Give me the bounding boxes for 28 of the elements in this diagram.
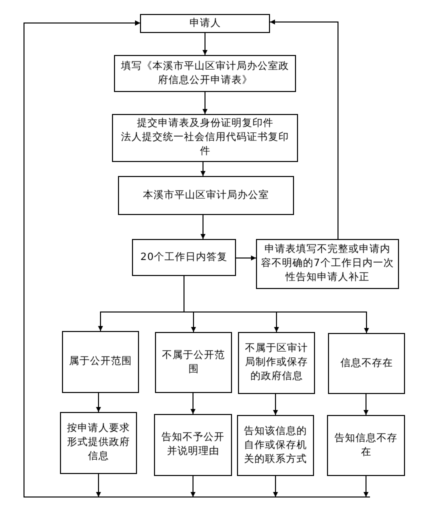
- process-box: [114, 55, 296, 92]
- step-text: 申请表填写不完整或申请内容不明确的7个工作日内一次性告知申请人补正: [260, 243, 395, 285]
- step-text: 申请人: [189, 16, 221, 30]
- step-text: 不属于公开范围: [161, 348, 226, 376]
- step-text: 法人提交统一社会信用代码证书复印件: [120, 131, 290, 159]
- process-box: [155, 332, 232, 393]
- process-box: [238, 332, 315, 394]
- process-box: [112, 114, 298, 162]
- process-box: [154, 414, 232, 476]
- step-text: 填写《本溪市平山区审计局办公室政府信息公开申请表》: [120, 60, 290, 88]
- process-box: [237, 415, 314, 476]
- step-text: 告知不予公开并说明理由: [160, 431, 226, 459]
- process-box: [327, 415, 405, 476]
- step-text: 本溪市平山区审计局办公室: [143, 188, 269, 202]
- process-box: [62, 331, 139, 393]
- process-box: [60, 412, 137, 474]
- step-text: 按申请人要求形式提供政府信息: [66, 422, 131, 464]
- step-text: 20个工作日内答复: [140, 250, 228, 264]
- process-box: [118, 176, 294, 215]
- step-text: 属于公开范围: [69, 355, 132, 369]
- step-text: 提交申请表及身份证明复印件: [136, 117, 274, 131]
- step-text: 告知信息不存在: [334, 432, 398, 460]
- step-text: 告知该信息的自作或保存机关的联系方式: [243, 424, 308, 466]
- step-text: 不属于区审计局制作或保存的政府信息: [244, 342, 309, 384]
- process-box: [132, 239, 236, 276]
- step-text: 信息不存在: [340, 356, 393, 370]
- process-box: [140, 14, 270, 33]
- process-box: [328, 333, 405, 394]
